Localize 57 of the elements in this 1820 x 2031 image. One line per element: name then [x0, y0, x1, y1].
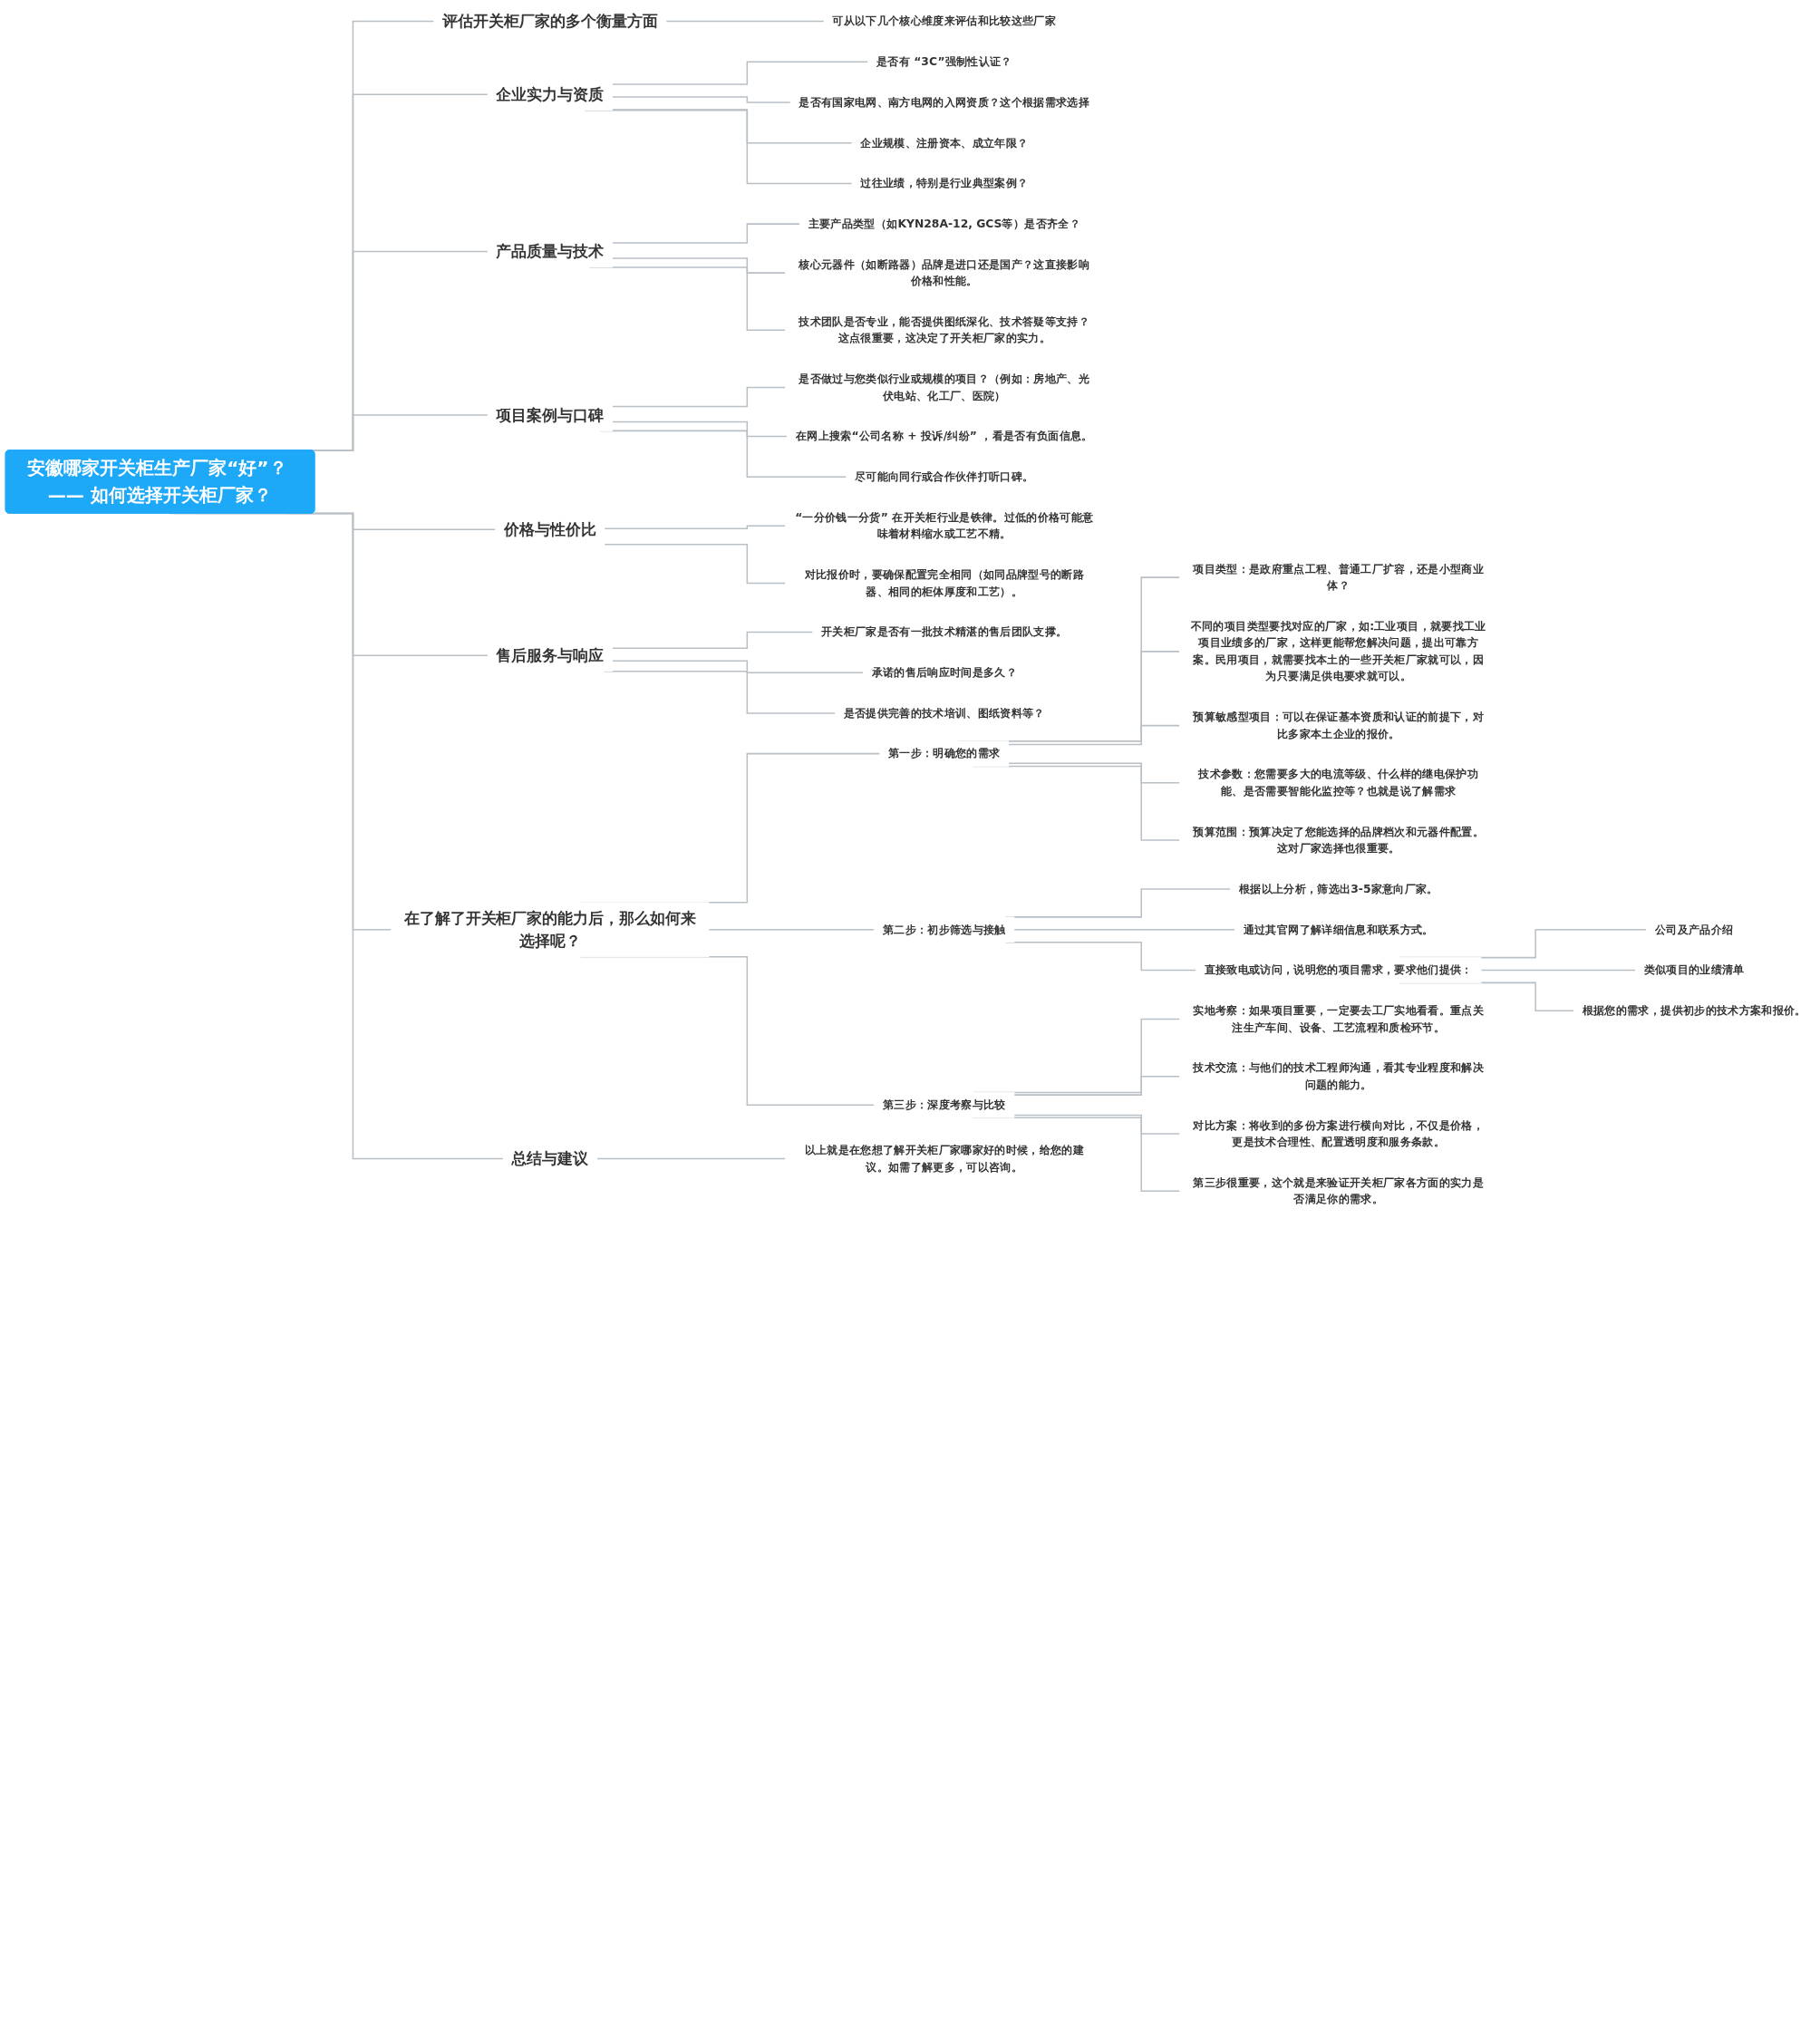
connector [611, 631, 814, 649]
connector [611, 223, 801, 244]
node-text: 是否有 “3C”强制性认证？ [876, 54, 1012, 69]
node-text: 对比报价时，要确保配置完全相同（如同品牌型号的断路器、相同的柜体厚度和工艺）。 [804, 567, 1084, 598]
node-text: 项目案例与口碑 [496, 406, 605, 424]
node-text: 类似项目的业绩清单 [1643, 962, 1745, 977]
connector [604, 543, 787, 585]
connector [611, 660, 865, 673]
node-text: 不同的项目类型要找对应的厂家，如:工业项目，就要找工业项目业绩多的厂家，这样更能帮您解决问题，提出可靠方案。民用项目，就需要找本土的一些开关柜厂家就可以，因为只要满足供电要求就可以。 [1190, 619, 1486, 683]
connector [611, 109, 853, 144]
node-text: 售后服务与响应 [496, 646, 605, 664]
connector [611, 96, 791, 103]
connector [1013, 1075, 1181, 1096]
connector [611, 421, 789, 438]
node-text: 是否做过与您类似行业或规模的项目？（例如：房地产、光伏电站、化工厂、医院） [799, 372, 1090, 402]
node-text: 第三步很重要，这个就是来验证开关柜厂家各方面的实力是否满足你的需求。 [1193, 1175, 1485, 1206]
connector [611, 386, 787, 408]
node-text: 尽可能向同行或合作伙伴打听口碑。 [855, 469, 1034, 484]
node-text: 对比方案：将收到的多份方案进行横向对比，不仅是价格，更是技术合理性、配置透明度和服务条款。 [1193, 1117, 1485, 1149]
node-text: 可从以下几个核心维度来评估和比较这些厂家 [832, 14, 1057, 28]
node-text: 技术交流：与他们的技术工程师沟通，看其专业程度和解决问题的能力。 [1193, 1060, 1485, 1091]
node-text: 过往业绩，特别是行业典型案例？ [860, 176, 1029, 190]
node-text: 总结与建议 [511, 1149, 589, 1168]
connector [595, 1157, 787, 1160]
node-text: 根据您的需求，提供初步的技术方案和报价。 [1582, 1003, 1806, 1018]
connector [611, 257, 787, 274]
node-text: 技术团队是否专业，能否提供图纸深化、技术答疑等支持？这点很重要，这决定了开关柜厂家的实力。 [799, 314, 1090, 345]
node-text: 公司及产品介绍 [1655, 923, 1734, 936]
node-text: 实地考察：如果项目重要，一定要去工厂实地看看。重点关注生产车间、设备、工艺流程和质检环节。 [1193, 1003, 1485, 1034]
node-text: 承诺的售后响应时间是多久？ [871, 665, 1017, 680]
node-text: 是否提供完善的技术培训、图纸资料等？ [843, 706, 1045, 720]
node-text: 通过其官网了解详细信息和联系方式。 [1243, 923, 1434, 936]
connector [708, 929, 876, 931]
node-text: 价格与性价比 [503, 520, 596, 538]
node-text: 根据以上分析，筛选出3-5家意向厂家。 [1238, 882, 1438, 895]
connector [1007, 724, 1181, 746]
connector [1013, 929, 1236, 931]
node-text: 评估开关柜厂家的多个衡量方面 [442, 12, 658, 31]
node-text: 开关柜厂家是否有一批技术精湛的售后团队支撑。 [821, 624, 1068, 639]
connector [1007, 762, 1181, 784]
connector [1480, 969, 1637, 972]
node-text: 主要产品类型（如KYN28A-12, GCS等）是否齐全？ [808, 217, 1080, 231]
node-text: 预算范围：预算决定了您能选择的品牌档次和元器件配置。这对厂家选择也很重要。 [1193, 825, 1485, 856]
node-text: 以上就是在您想了解开关柜厂家哪家好的时候，给您的建议。如需了解更多，可以咨询。 [804, 1143, 1084, 1174]
node-text: 预算敏感型项目：可以在保证基本资质和认证的前提下，对比多家本土企业的报价。 [1193, 710, 1485, 740]
node-text: 技术参数：您需要多大的电流等级、什么样的继电保护功能、是否需要智能化监控等？也就是说了解需求 [1198, 767, 1478, 798]
node-text: “一分价钱一分货” 在开关柜行业是铁律。过低的价格可能意味着材料缩水或工艺不精。 [795, 510, 1094, 541]
node-text: 企业规模、注册资本、成立年限？ [860, 135, 1029, 150]
connector [611, 61, 869, 85]
node-text: 项目类型：是政府重点工程、普通工厂扩容，还是小型商业体？ [1193, 562, 1485, 593]
node-text: 是否有国家电网、南方电网的入网资质？这个根据需求选择 [799, 95, 1090, 109]
node-text: 第二步：初步筛选与接触 [882, 923, 1006, 936]
node-text: 核心元器件（如断路器）品牌是进口还是国产？这直接影响价格和性能。 [799, 257, 1090, 288]
node-text: 在网上搜索“公司名称 + 投诉/纠纷” ，看是否有负面信息。 [795, 429, 1093, 443]
connector [665, 20, 825, 23]
connector [1013, 1114, 1181, 1135]
connector [604, 525, 787, 529]
